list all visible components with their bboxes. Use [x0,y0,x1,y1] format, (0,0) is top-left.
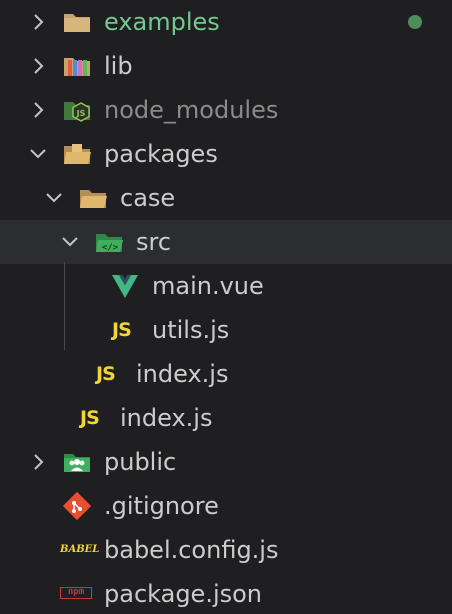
vue-icon [110,271,140,301]
tree-item-package-json[interactable]: npm package.json [0,572,452,614]
chevron-right-icon[interactable] [30,440,48,484]
tree-item-main-vue[interactable]: main.vue [0,264,452,308]
tree-item-node-modules[interactable]: JS node_modules [0,88,452,132]
chevron-down-icon[interactable] [44,176,62,220]
folder-open-icon [62,139,92,169]
npm-icon: npm [60,587,92,599]
modified-indicator-dot [408,15,422,29]
tree-item-label: node_modules [104,96,279,124]
tree-item-case[interactable]: case [0,176,452,220]
tree-item-packages-index-js[interactable]: JS index.js [0,396,452,440]
tree-item-examples[interactable]: examples [0,0,452,44]
tree-item-public[interactable]: public [0,440,452,484]
tree-item-utils-js[interactable]: JS utils.js [0,308,452,352]
tree-item-label: src [136,228,172,256]
chevron-down-icon[interactable] [60,220,78,264]
babel-icon: BABEL [60,544,100,555]
tree-item-label: packages [104,140,218,168]
svg-text:JS: JS [76,109,86,118]
chevron-right-icon[interactable] [30,44,48,88]
tree-item-src[interactable]: </> src [0,220,452,264]
chevron-down-icon[interactable] [28,132,46,176]
folder-lib-icon [62,51,92,81]
tree-item-label: babel.config.js [104,536,279,564]
tree-item-label: package.json [104,580,263,608]
js-icon: JS [80,407,100,429]
tree-item-label: examples [104,8,220,36]
js-icon: JS [96,363,116,385]
folder-node-icon: JS [62,95,92,125]
tree-item-label: .gitignore [104,492,219,520]
tree-item-label: lib [104,52,133,80]
chevron-right-icon[interactable] [30,88,48,132]
tree-item-label: main.vue [152,272,264,300]
folder-icon [62,7,92,37]
tree-item-label: case [120,184,176,212]
tree-item-packages[interactable]: packages [0,132,452,176]
svg-text:</>: </> [102,243,119,253]
chevron-right-icon[interactable] [30,0,48,44]
folder-public-icon [62,447,92,477]
tree-item-label: utils.js [152,316,230,344]
indent-guide [64,262,65,350]
folder-open-icon [78,183,108,213]
folder-src-icon: </> [94,227,124,257]
tree-item-label: public [104,448,177,476]
tree-item-gitignore[interactable]: .gitignore [0,484,452,528]
js-icon: JS [112,319,132,341]
tree-item-case-index-js[interactable]: JS index.js [0,352,452,396]
tree-item-babel-config[interactable]: BABEL babel.config.js [0,528,452,572]
tree-item-label: index.js [120,404,213,432]
tree-item-label: index.js [136,360,229,388]
git-icon [62,491,92,521]
tree-item-lib[interactable]: lib [0,44,452,88]
